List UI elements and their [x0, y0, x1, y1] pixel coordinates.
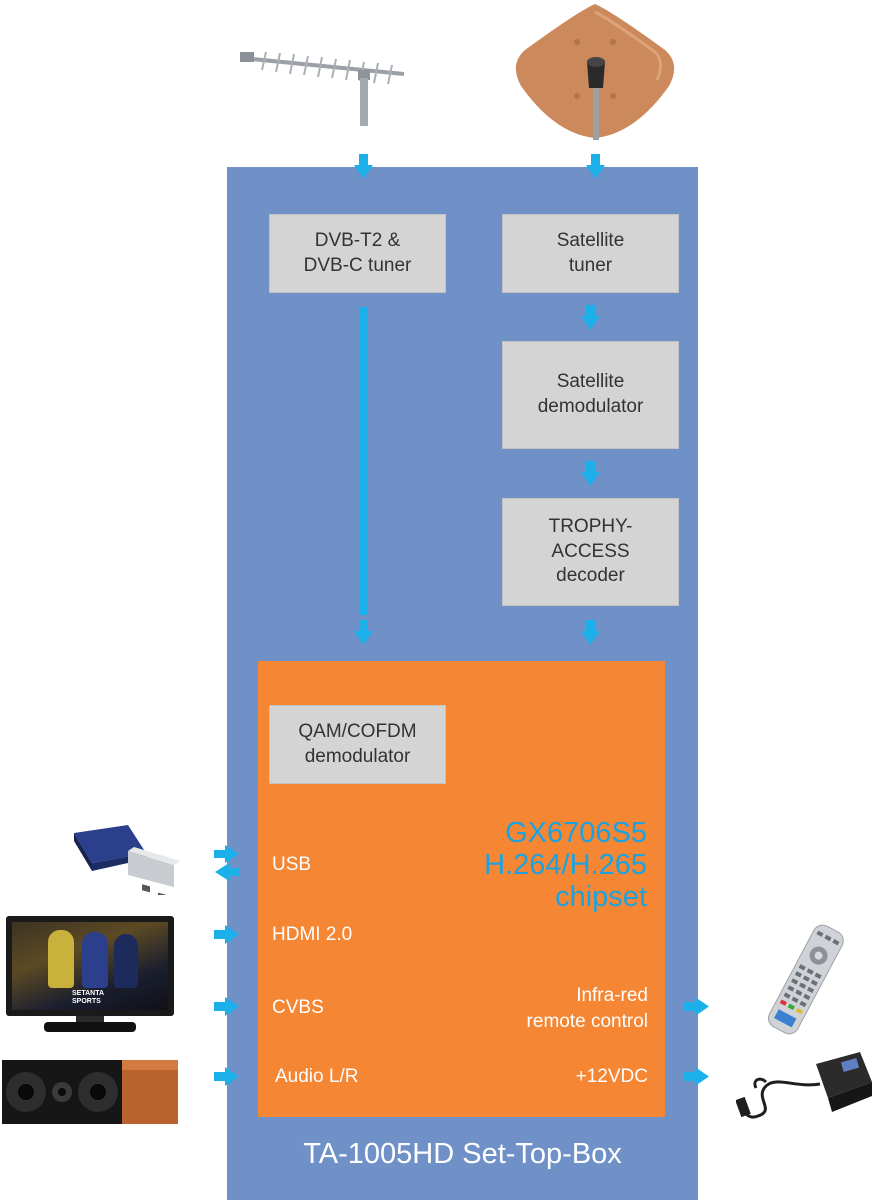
- arrow-audio-out: [214, 1067, 239, 1086]
- satellite-demodulator-block: Satellite demodulator: [502, 341, 679, 449]
- tv-icon: SETANTA SPORTS: [6, 916, 174, 1034]
- arrow-dish-to-satellite: [586, 154, 605, 179]
- tv-logo-text: SETANTA SPORTS: [72, 990, 105, 1005]
- arrow-dvb-to-chipset: [354, 620, 373, 645]
- power-port-label: +12VDC: [575, 1066, 648, 1087]
- trophy-decoder-label: TROPHY- ACCESS decoder: [548, 515, 633, 587]
- satellite-tuner-label: Satellite tuner: [556, 229, 625, 276]
- arrow-decoder-to-chipset: [581, 620, 600, 645]
- audio-port-label: Audio L/R: [275, 1066, 359, 1087]
- arrow-usb-bidirectional: [214, 845, 240, 881]
- cvbs-port-label: CVBS: [272, 997, 324, 1018]
- ir-port-label: Infra-red remote control: [526, 985, 648, 1032]
- dvb-signal-line: [359, 307, 368, 615]
- satellite-dish-icon: [515, 4, 675, 140]
- terrestrial-antenna-icon: [240, 51, 405, 126]
- hdmi-port-label: HDMI 2.0: [272, 924, 353, 945]
- usb-port-label: USB: [272, 854, 312, 875]
- arrow-antenna-to-dvb: [354, 154, 373, 179]
- arrow-tuner-to-demod: [581, 305, 600, 330]
- speaker-icon: [2, 1060, 178, 1124]
- arrow-ir-out: [684, 997, 709, 1016]
- satellite-tuner-block: Satellite tuner: [502, 214, 679, 293]
- qam-demodulator-label: QAM/COFDM demodulator: [298, 720, 417, 767]
- satellite-demodulator-label: Satellite demodulator: [537, 371, 644, 417]
- set-top-box-title: TA-1005HD Set-Top-Box: [303, 1138, 622, 1170]
- arrow-power-in: [684, 1067, 709, 1086]
- dvb-tuner-label: DVB-T2 & DVB-C tuner: [303, 229, 412, 276]
- arrow-cvbs-out: [214, 997, 239, 1016]
- remote-control-icon: [768, 924, 844, 1035]
- trophy-decoder-block: TROPHY- ACCESS decoder: [502, 498, 679, 606]
- dvb-tuner-block: DVB-T2 & DVB-C tuner: [269, 214, 446, 293]
- power-adapter-icon: [736, 1052, 872, 1119]
- chipset-name: GX6706S5 H.264/H.265 chipset: [484, 817, 647, 913]
- qam-demodulator-block: QAM/COFDM demodulator: [269, 705, 446, 784]
- arrow-demod-to-decoder: [581, 461, 600, 486]
- usb-stick-icon: [74, 825, 180, 895]
- arrow-hdmi-out: [214, 925, 239, 944]
